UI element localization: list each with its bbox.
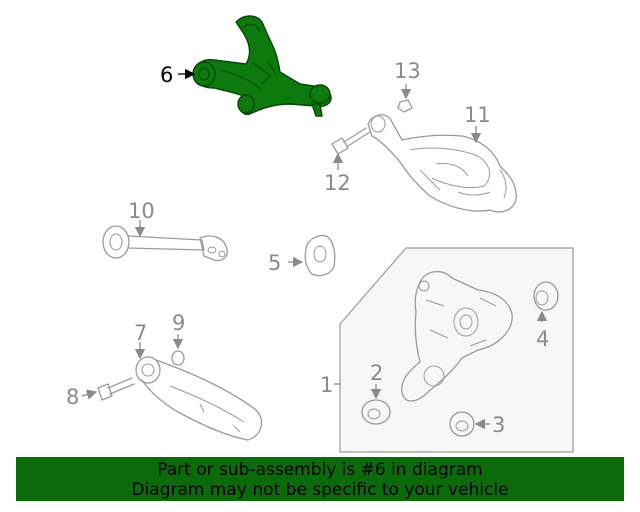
part-12-bolt[interactable] xyxy=(331,127,371,155)
part-2-bushing[interactable] xyxy=(361,399,391,425)
leader-8 xyxy=(81,389,98,400)
callout-5: 5 xyxy=(268,251,281,275)
callout-7: 7 xyxy=(134,321,147,345)
callout-4: 4 xyxy=(536,327,549,351)
part-9-washer[interactable] xyxy=(171,350,185,366)
callout-3: 3 xyxy=(492,413,505,437)
callout-6: 6 xyxy=(160,63,173,87)
part-4-bushing[interactable] xyxy=(533,281,559,311)
parts-diagram: 6 13 11 12 10 5 4 9 7 8 1 2 3 xyxy=(66,15,574,453)
fitment-banner: Part or sub-assembly is #6 in diagram Di… xyxy=(16,457,624,501)
part-1-assembly-frame xyxy=(339,247,574,453)
part-8-bolt[interactable] xyxy=(97,377,135,401)
callout-2: 2 xyxy=(370,361,383,385)
callout-8: 8 xyxy=(66,385,79,409)
part-7-toe-link[interactable] xyxy=(135,356,263,441)
banner-line-1: Part or sub-assembly is #6 in diagram xyxy=(157,460,483,480)
callout-1: 1 xyxy=(320,373,333,397)
part-6-upper-control-arm[interactable] xyxy=(192,15,332,117)
callout-12: 12 xyxy=(324,171,351,195)
callout-9: 9 xyxy=(172,311,185,335)
part-1-knuckle[interactable] xyxy=(401,271,513,402)
part-10-lateral-link[interactable] xyxy=(102,225,228,262)
callout-10: 10 xyxy=(128,199,155,223)
callout-13: 13 xyxy=(394,59,421,83)
part-11-lower-control-arm[interactable] xyxy=(367,114,517,213)
part-13-nut[interactable] xyxy=(397,99,413,113)
callout-11: 11 xyxy=(464,103,491,127)
part-3-bushing[interactable] xyxy=(449,411,475,437)
part-5-bushing[interactable] xyxy=(304,234,336,277)
banner-line-2: Diagram may not be specific to your vehi… xyxy=(131,480,509,500)
